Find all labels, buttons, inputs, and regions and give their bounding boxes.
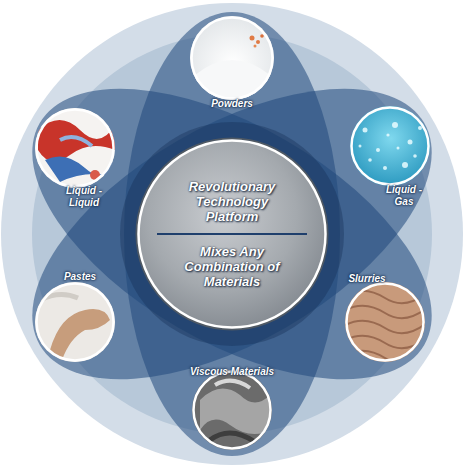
circle-border [194,372,271,449]
circle-border [192,18,273,99]
material-label: Viscous Materials [177,366,287,378]
circle-outline [190,16,274,100]
divider-line [157,233,307,235]
material-circle: Liquid - Gas [350,106,430,186]
material-label: Powders [192,98,272,110]
circle-outline [345,282,425,362]
circle-border [37,284,114,361]
circle-outline [192,370,272,450]
center-heading: Revolutionary Technology Platform [172,179,292,224]
material-circle: Pastes [35,282,115,362]
material-circle: Slurries [345,282,425,362]
circle-outline [35,282,115,362]
circle-border [139,141,326,328]
circle-border [37,110,114,187]
material-circle: Powders [190,16,274,100]
material-label: Liquid - Liquid [61,185,107,209]
circle-border [347,284,424,361]
center-body: Mixes Any Combination of Materials [176,244,288,289]
circle-outline [35,108,115,188]
material-circle: Liquid - Liquid [35,108,115,188]
material-label: Pastes [45,271,115,283]
material-circle: Viscous Materials [192,370,272,450]
circle-border [352,108,429,185]
material-label: Slurries [332,273,402,285]
circle-outline [350,106,430,186]
material-label: Liquid - Gas [381,184,427,208]
center-circle: Revolutionary Technology PlatformMixes A… [137,139,327,329]
center-content: Revolutionary Technology PlatformMixes A… [137,139,327,329]
